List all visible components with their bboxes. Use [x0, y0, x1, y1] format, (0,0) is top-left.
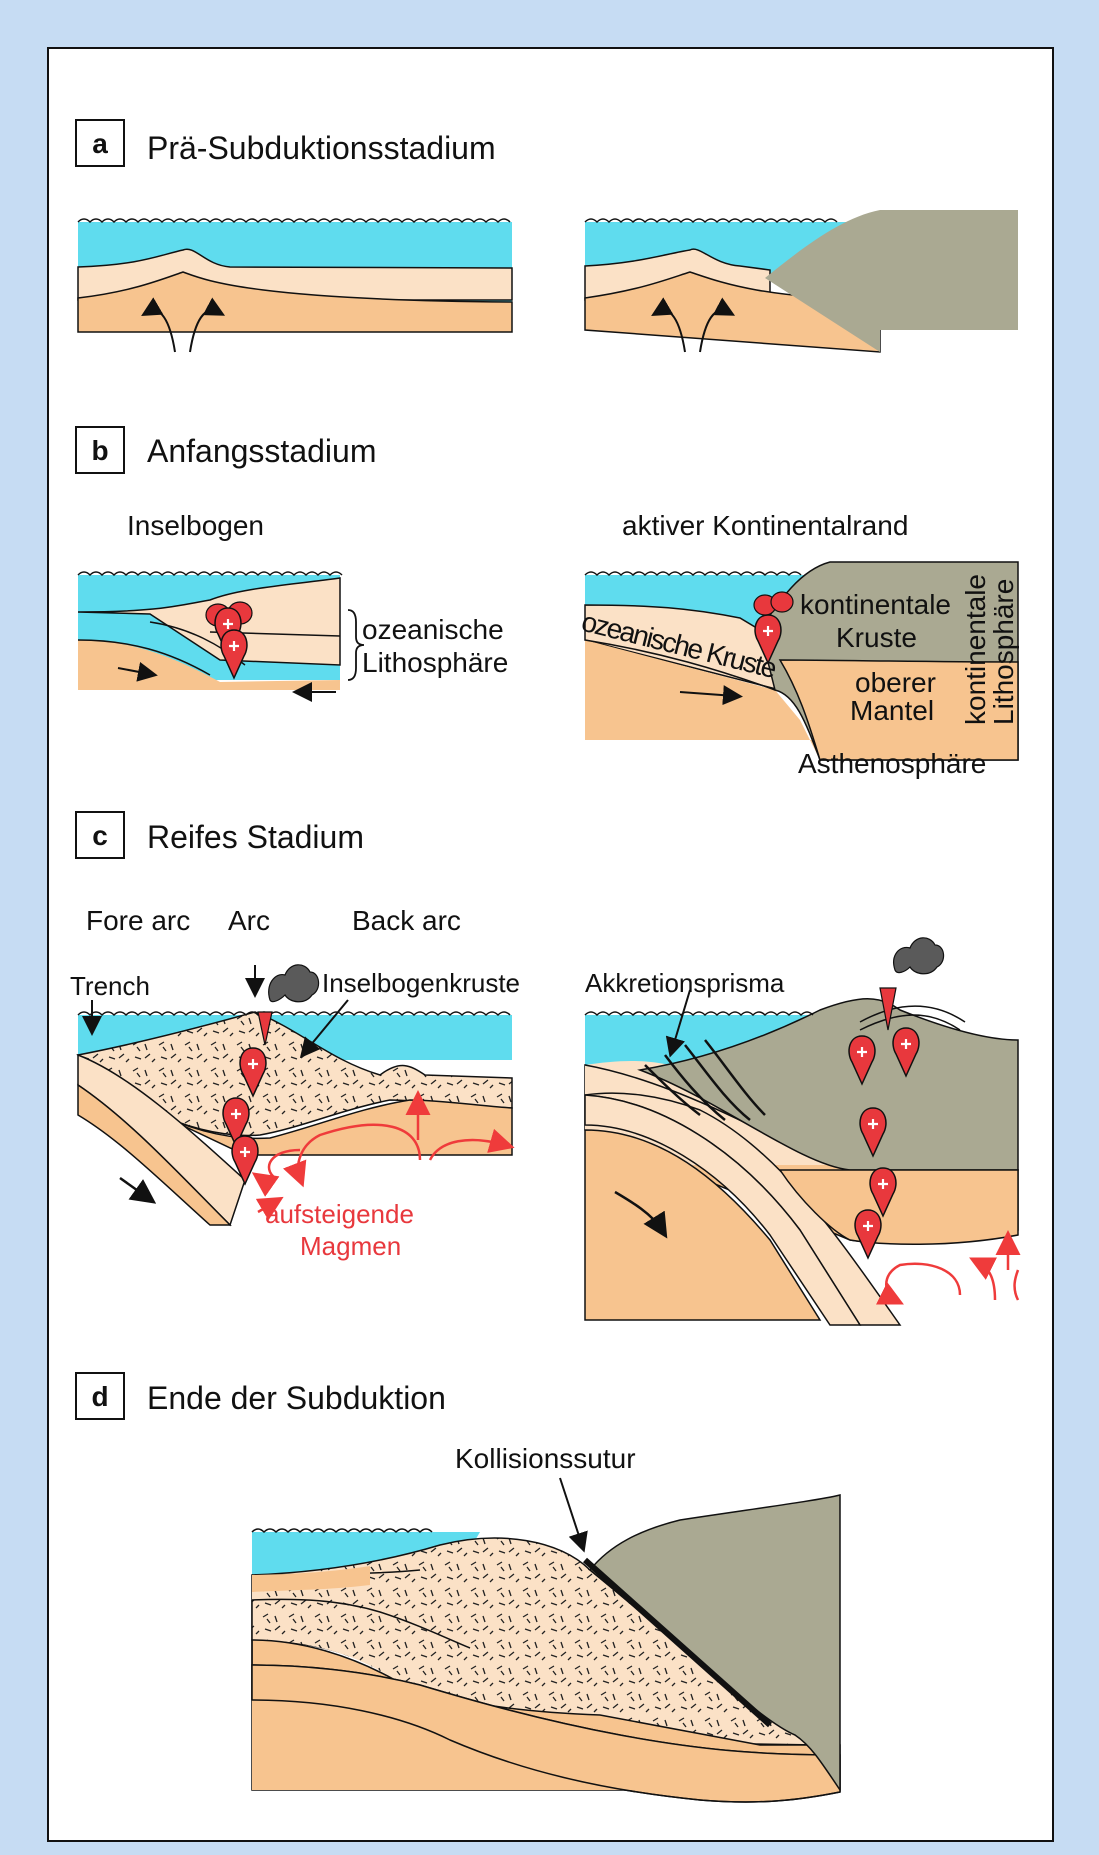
label-back-arc: Back arc — [352, 905, 461, 936]
section-b: b Anfangsstadium Inselbogen aktiver Kont… — [75, 426, 1019, 779]
section-letter-box — [75, 811, 125, 859]
section-a: a Prä-Subduktionsstadium — [75, 119, 1018, 353]
label-mantel: Mantel — [850, 695, 934, 726]
label-kont-lithosphaere-2: Lithosphäre — [988, 579, 1019, 725]
diagram-a-left — [77, 218, 513, 353]
diagram-d — [251, 1477, 841, 1803]
section-letter-box — [75, 119, 125, 167]
label-oberer: oberer — [855, 667, 936, 698]
diagram-b-left: ozeanische Lithosphäre — [77, 571, 508, 702]
label-arc: Arc — [228, 905, 270, 936]
section-letter: a — [92, 128, 108, 159]
label-fore-arc: Fore arc — [86, 905, 190, 936]
diagram-c-left — [76, 964, 515, 1227]
section-letter-box — [75, 1372, 125, 1420]
label-aufsteigende: aufsteigende — [265, 1199, 414, 1229]
label-inselbogenkruste: Inselbogenkruste — [322, 968, 520, 998]
heading-inselbogen: Inselbogen — [127, 510, 264, 541]
diagram-b-right: kontinentale Kruste oberer Mantel ozeani… — [579, 561, 1019, 779]
label-lithosphaere: Lithosphäre — [362, 647, 508, 678]
section-letter: b — [91, 435, 108, 466]
section-letter: d — [91, 1381, 108, 1412]
section-title: Prä-Subduktionsstadium — [147, 130, 496, 166]
label-kontinentale: kontinentale — [800, 589, 951, 620]
section-c: c Reifes Stadium Fore arc Arc Back arc T… — [70, 811, 1021, 1326]
section-title: Anfangsstadium — [147, 433, 376, 469]
section-d: d Ende der Subduktion Kollisionssutur — [75, 1372, 841, 1803]
label-kont-lithosphaere-1: kontinentale — [960, 574, 991, 725]
heading-aktiver-kontinentalrand: aktiver Kontinentalrand — [622, 510, 908, 541]
label-magmen: Magmen — [300, 1231, 401, 1261]
section-letter: c — [92, 820, 108, 851]
section-title: Reifes Stadium — [147, 819, 364, 855]
label-asthenosphaere: Asthenosphäre — [798, 748, 986, 779]
label-akkretionsprisma: Akkretionsprisma — [585, 968, 785, 998]
label-kollisionssutur: Kollisionssutur — [455, 1443, 636, 1474]
label-kruste: Kruste — [836, 622, 917, 653]
section-letter-box — [75, 426, 125, 474]
diagram-a-right — [584, 210, 1018, 353]
section-title: Ende der Subduktion — [147, 1380, 446, 1416]
label-trench: Trench — [70, 971, 150, 1001]
white-panel — [47, 47, 1054, 1842]
label-ozeanische: ozeanische — [362, 614, 504, 645]
diagram-c-right — [584, 937, 1021, 1326]
